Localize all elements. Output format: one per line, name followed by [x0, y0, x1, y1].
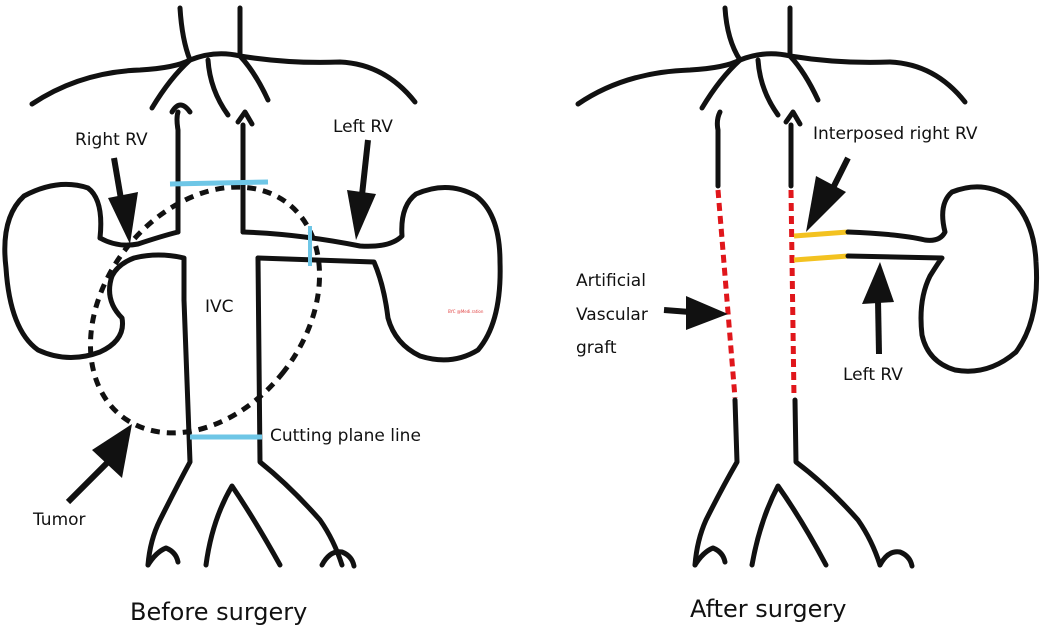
before-ivc-top-notch [169, 102, 193, 115]
interposed-vein-upper [793, 229, 849, 239]
arrow-interposed [806, 156, 851, 232]
label-left-rv-after: Left RV [843, 365, 903, 385]
caption-after-surgery: After surgery [690, 595, 847, 623]
arrow-graft [663, 296, 728, 330]
label-interposed-right-rv: Interposed right RV [813, 124, 978, 144]
label-graft-line2: Vascular [576, 305, 648, 325]
label-ivc: IVC [205, 297, 234, 317]
after-hepatic-vein-right [787, 5, 821, 103]
after-ivc-top-arrow [783, 109, 803, 127]
before-ivc-left-wall [174, 109, 181, 235]
tumor-outline [87, 184, 323, 436]
watermark-text: BYC @Medi.ration [448, 309, 484, 314]
before-hepatic-vein-right [237, 5, 271, 103]
arrow-right-rv [108, 157, 138, 244]
interposed-vein-lower [793, 253, 849, 263]
label-tumor: Tumor [33, 510, 86, 530]
after-ivc-left-lower [692, 397, 740, 568]
after-iliac-right-curl [877, 549, 915, 569]
before-hepatic-vein-left [149, 5, 193, 111]
graft-left-wall [715, 189, 738, 399]
before-iliac-right-curl [319, 549, 357, 569]
before-iliac-fork [203, 483, 283, 568]
caption-before-surgery: Before surgery [130, 598, 308, 626]
before-right-rv-upper [97, 229, 181, 248]
label-cutting-plane-line: Cutting plane line [270, 426, 421, 446]
cutting-line-top [169, 179, 269, 187]
before-hepatic-branch-small [205, 57, 231, 118]
after-hepatic-vein-left [699, 5, 743, 111]
after-hepatic-branch-small [755, 57, 781, 118]
before-ivc-right-lower [255, 255, 345, 568]
label-right-rv: Right RV [75, 130, 148, 150]
before-right-rv-lower [109, 252, 187, 303]
before-ivc-left-lower [145, 297, 193, 568]
after-left-kidney [845, 184, 1040, 374]
before-iliac-left-curl [145, 545, 181, 568]
before-surgery-panel [2, 5, 503, 569]
arrow-left-rv-before [347, 139, 376, 240]
graft-right-wall [788, 189, 797, 399]
before-left-rv-upper [240, 184, 503, 363]
before-right-kidney [2, 181, 126, 361]
arrow-tumor [65, 424, 132, 505]
after-iliac-left-curl [692, 545, 728, 568]
label-graft-line1: Artificial [576, 271, 646, 291]
after-hepatic-arch [575, 51, 968, 107]
before-hepatic-arch [29, 51, 418, 107]
before-ivc-top-arrow [235, 109, 255, 127]
arrow-left-rv-after [862, 262, 894, 355]
after-ivc-right-lower [792, 397, 883, 568]
label-left-rv-before: Left RV [333, 117, 393, 137]
after-iliac-fork [749, 483, 829, 568]
after-ivc-left-upper [714, 109, 723, 189]
after-surgery-panel [575, 5, 1040, 569]
label-graft-line3: graft [576, 338, 617, 358]
